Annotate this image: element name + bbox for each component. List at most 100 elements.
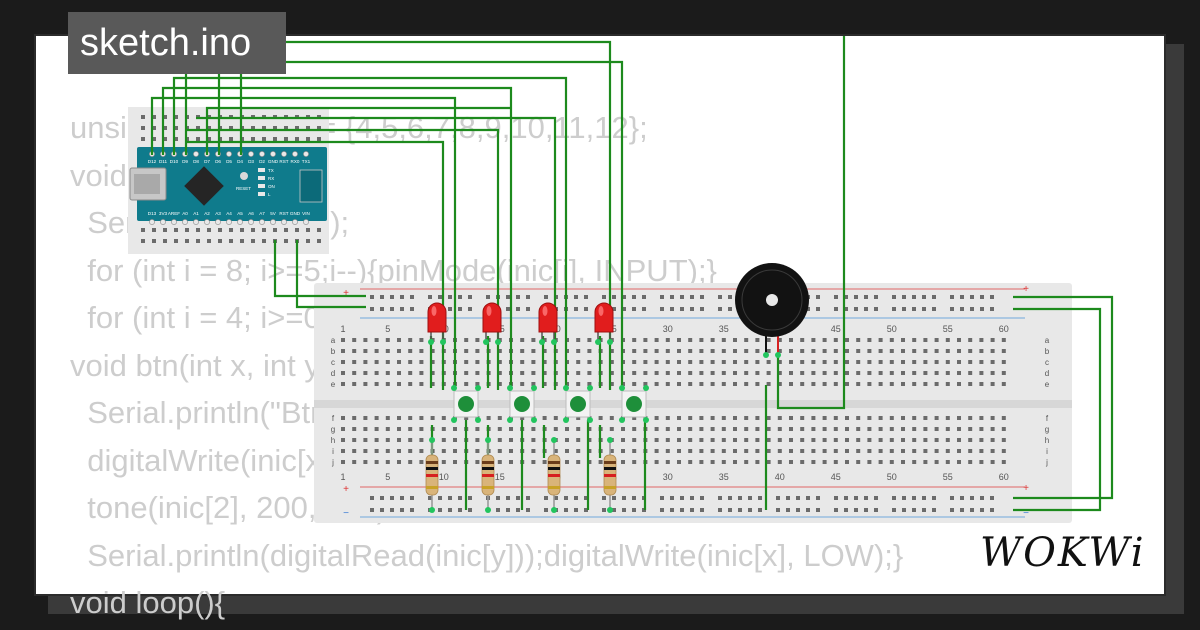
breadboard-hole [1001,460,1006,464]
breadboard-hole [363,371,368,375]
rail-hole [718,307,722,311]
rail-hole [718,295,722,299]
breadboard-hole [565,449,569,453]
nano-pin-label: A4 [226,211,232,216]
breadboard-hole [766,349,771,353]
breadboard-hole [856,338,861,342]
led-highlight [598,306,604,316]
rail-hole [700,307,704,311]
rail-hole [468,508,472,512]
mini-hole [251,239,255,243]
led-highlight [486,306,492,316]
breadboard-hole [912,416,917,420]
rail-hole [970,496,974,500]
mini-hole [141,228,145,232]
breadboard-hole [901,371,905,375]
breadboard-hole [957,360,961,364]
nano-pin [303,151,309,157]
breadboard-hole [609,427,614,431]
rail-hole [660,508,664,512]
push-button-icon [514,396,530,412]
breadboard-hole [777,360,782,364]
breadboard-hole [665,349,670,353]
breadboard-hole [721,338,726,342]
breadboard-hole [901,360,905,364]
breadboard-hole [789,427,793,431]
breadboard-hole [576,371,581,375]
breadboard-hole [889,360,894,364]
nano-pin [303,219,309,225]
breadboard-hole [576,382,581,386]
breadboard-hole [923,416,928,420]
breadboard-hole [632,382,637,386]
breadboard-hole [363,427,368,431]
breadboard-hole [867,371,872,375]
breadboard-hole [945,427,950,431]
breadboard-hole [777,416,782,420]
sketch-title: sketch.ino [68,12,286,74]
led-tx-icon [258,168,265,172]
breadboard-hole [934,449,939,453]
nano-pin-label: A1 [193,211,199,216]
column-number: 30 [663,472,673,482]
rail-hole [400,307,404,311]
red-led-icon [482,302,502,333]
nano-pin-label: A2 [204,211,210,216]
code-line: for (int i = 8; i>=5;i--){pinMode(inic[i… [70,252,717,288]
rail-hole [622,295,626,299]
breadboard-hole [677,382,681,386]
breadboard-hole [699,360,704,364]
mini-hole [273,126,277,130]
rail-hole [670,307,674,311]
rail-sign: + [343,484,349,495]
resistor-band [426,461,438,464]
nano-pin [248,219,254,225]
rail-hole [902,508,906,512]
breadboard-hole [688,382,693,386]
breadboard-hole [800,371,805,375]
nano-pin-label: RX0 [291,159,300,164]
code-line: Serial.println(digitalRead(inic[y]));dig… [70,537,904,573]
breadboard-hole [397,449,401,453]
breadboard-hole [609,360,614,364]
rail-hole [370,508,374,512]
breadboard-hole [363,416,368,420]
wokwi-logo: WOKWi [980,530,1144,576]
breadboard-hole [889,460,894,464]
rail-hole [690,508,694,512]
row-letter: d [331,369,335,378]
breadboard-hole [553,449,558,453]
breadboard-hole [497,438,502,442]
breadboard-hole [475,449,480,453]
breadboard-hole [789,460,793,464]
mini-hole [185,239,189,243]
rail-hole [458,508,462,512]
rail-hole [970,295,974,299]
nano-pin [193,219,199,225]
mini-hole [262,137,266,141]
rail-hole [758,508,762,512]
piezo-buzzer[interactable] [735,263,809,358]
breadboard-hole [733,360,737,364]
breadboard-hole [889,438,894,442]
breadboard-hole [945,349,950,353]
mini-hole [163,137,167,141]
breadboard-hole [744,360,749,364]
breadboard-hole [397,371,401,375]
breadboard-hole [677,427,681,431]
breadboard-hole [1001,338,1006,342]
mini-hole [306,228,310,232]
breadboard-hole [1001,371,1006,375]
breadboard-hole [901,416,905,420]
breadboard-hole [878,438,883,442]
rail-hole [960,307,964,311]
nano-pin-label: D2 [259,159,265,164]
reset-button-icon[interactable] [240,172,248,180]
nano-pin-label: A0 [182,211,188,216]
breadboard-hole [811,360,816,364]
breadboard-hole [374,416,379,420]
rail-hole [922,295,926,299]
rail-hole [370,496,374,500]
breadboard-hole [609,371,614,375]
